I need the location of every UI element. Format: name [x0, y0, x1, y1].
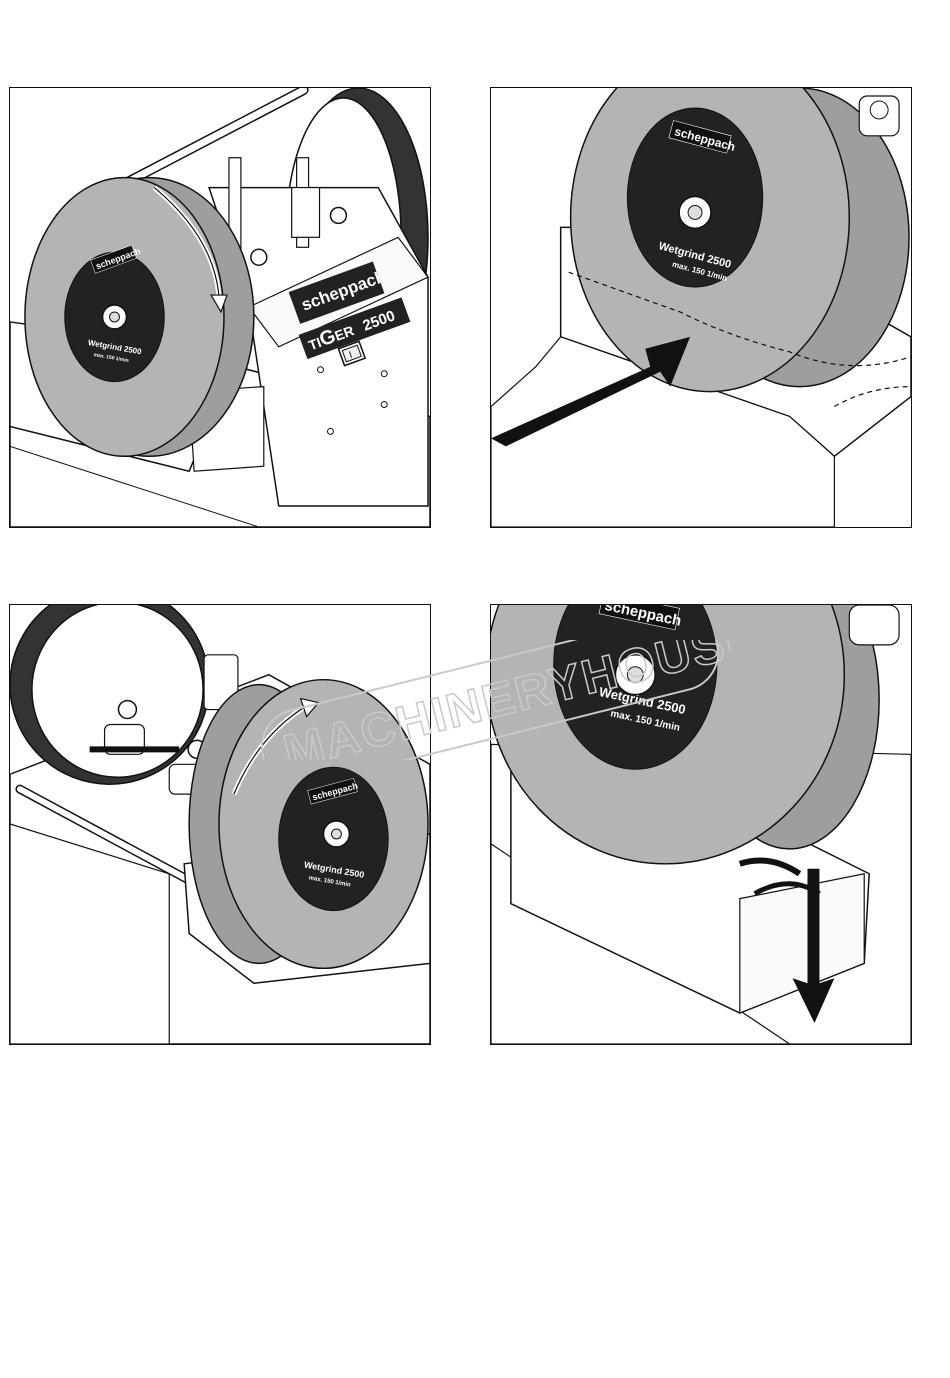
tool-rest-knob — [118, 701, 136, 719]
water-level-illustration: scheppach Wetgrind 2500 max. 150 1/min — [491, 88, 911, 527]
tool-rest-illustration: scheppach Wetgrind 2500 max. 150 1/min — [10, 605, 430, 1044]
tool-rest-knob — [251, 249, 267, 265]
figure-panel-trough-removal: scheppach Wetgrind 2500 max. 150 1/min — [490, 604, 912, 1045]
trough-removal-illustration: scheppach Wetgrind 2500 max. 150 1/min — [491, 605, 911, 1044]
figure-panel-tool-rest: scheppach Wetgrind 2500 max. 150 1/min — [9, 604, 431, 1045]
figure-panel-machine-overview: scheppach TIGER 2500 I scheppach Wetgrin… — [9, 87, 431, 528]
figure-panel-water-level: scheppach Wetgrind 2500 max. 150 1/min — [490, 87, 912, 528]
machine-overview-illustration: scheppach TIGER 2500 I scheppach Wetgrin… — [10, 88, 430, 527]
tool-rest-knob — [330, 207, 346, 223]
